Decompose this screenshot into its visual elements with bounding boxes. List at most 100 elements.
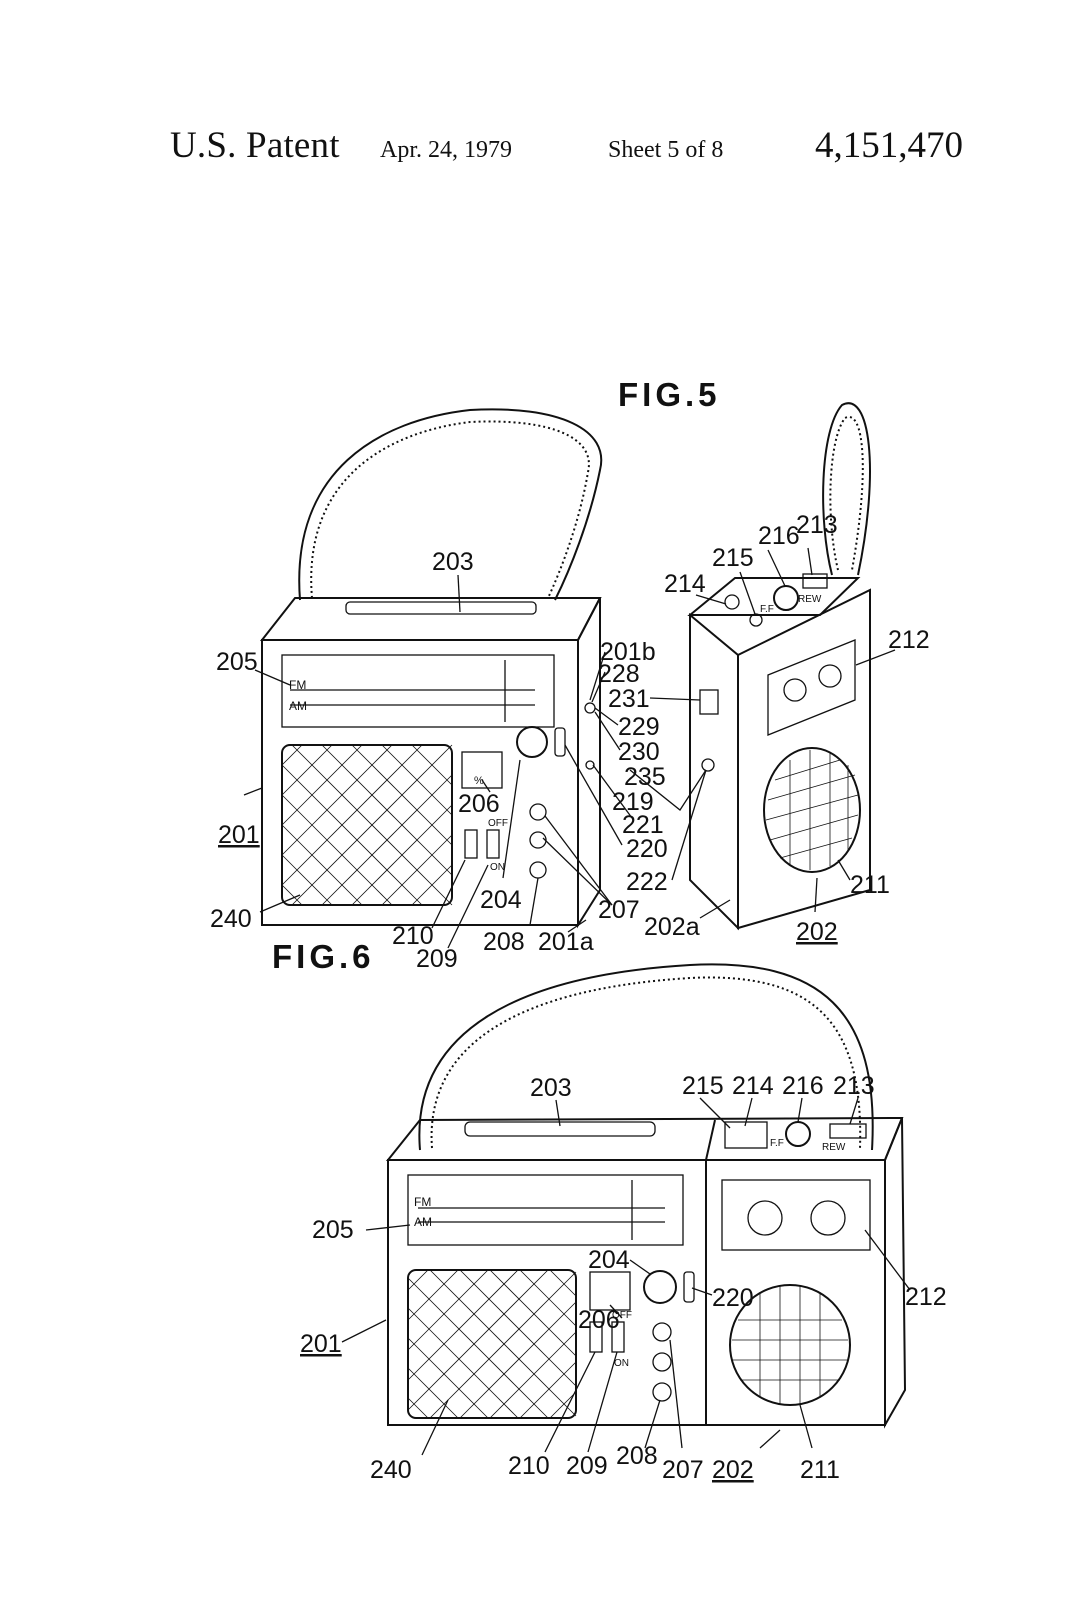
fig5-ref-210: 210	[392, 922, 434, 950]
fig6-knob-2	[652, 1352, 672, 1372]
fig5-knob-2	[529, 831, 547, 849]
fig5-labels: 203 205 201 240 210 209 206 204 208 201a…	[210, 511, 930, 973]
fig6-on-label: ON	[614, 1358, 629, 1369]
fig5-ref-228: 228	[598, 660, 640, 688]
fig5-ref-201a: 201a	[538, 928, 594, 956]
fig5-fm-label: FM	[289, 678, 306, 692]
fig5-am-label: AM	[289, 699, 307, 713]
fig5-cassette-unit: F.F REW	[687, 402, 871, 931]
fig6-dial-window	[407, 1174, 684, 1246]
fig5-ref-203: 203	[432, 548, 474, 576]
fig6-ref-240: 240	[370, 1456, 412, 1484]
fig5-leader-lines	[243, 547, 896, 949]
fig5-band-switch	[464, 829, 478, 859]
fig6-ref-203: 203	[530, 1074, 572, 1102]
fig6-ff-label: F.F	[770, 1138, 784, 1149]
fig5-ref-229: 229	[618, 713, 660, 741]
fig5-knob-3	[529, 861, 547, 879]
fig5-ref-202a: 202a	[644, 913, 700, 941]
fig6-strap	[418, 963, 874, 1151]
fig6-power-switch	[611, 1321, 625, 1353]
fig6-band-switch	[589, 1321, 603, 1353]
fig5-ref-231: 231	[608, 685, 650, 713]
fig5-ref-201b: 201b	[600, 638, 656, 666]
fig6-ref-201: 201	[300, 1330, 342, 1358]
fig5-ref-213: 213	[796, 511, 838, 539]
fig5-cassette-speaker	[763, 747, 861, 873]
fig5-ref-201: 201	[218, 821, 260, 849]
fig5-level-meter	[461, 751, 503, 789]
fig6-off-label: OFF	[612, 1310, 632, 1321]
fig5-ref-220: 220	[626, 835, 668, 863]
fig6-speaker-grille	[407, 1269, 577, 1419]
fig5-ref-216: 216	[758, 522, 800, 550]
patent-date: Apr. 24, 1979	[380, 137, 512, 163]
fig5-antenna	[345, 601, 537, 615]
fig6-knob-3	[652, 1382, 672, 1402]
fig5-ref-208: 208	[483, 928, 525, 956]
fig5-volume-wheel	[554, 727, 566, 757]
sheet-number: Sheet 5 of 8	[608, 137, 724, 163]
fig5-radio-strap	[298, 408, 603, 601]
fig5-ff-label: F.F	[760, 604, 774, 615]
fig6-ref-216: 216	[782, 1072, 824, 1100]
fig5-dial-window	[281, 654, 555, 728]
fig5-ref-202: 202	[796, 918, 838, 946]
fig6-tuning-knob	[643, 1270, 677, 1304]
fig5-ref-209: 209	[416, 945, 458, 973]
fig5-ref-214: 214	[664, 570, 706, 598]
fig6-ref-215: 215	[682, 1072, 724, 1100]
fig5-ref-222: 222	[626, 868, 668, 896]
fig5-ref-205: 205	[216, 648, 258, 676]
fig5-off-label: OFF	[488, 818, 508, 829]
fig6-ref-204: 204	[588, 1246, 630, 1274]
fig6-ref-207: 207	[662, 1456, 704, 1484]
fig6-cassette-speaker	[729, 1284, 851, 1406]
fig5-ref-206: 206	[458, 790, 500, 818]
fig5-rew-label: REW	[798, 594, 822, 605]
patent-number: 4,151,470	[815, 125, 963, 166]
fig5-knob-1	[529, 803, 547, 821]
fig6-am-label: AM	[414, 1215, 432, 1229]
fig6-labels: 203 215 214 216 213 205 204 220 206 212 …	[300, 1072, 947, 1484]
fig6-ref-202: 202	[712, 1456, 754, 1484]
fig6-ref-220: 220	[712, 1284, 754, 1312]
fig6-cassette-window	[721, 1179, 871, 1251]
fig6-ref-206: 206	[578, 1306, 620, 1334]
fig5-meter-percent: %	[474, 775, 484, 787]
fig6-rew-label: REW	[822, 1142, 846, 1153]
fig6-ref-214: 214	[732, 1072, 774, 1100]
fig5-ref-212: 212	[888, 626, 930, 654]
fig5-ref-215: 215	[712, 544, 754, 572]
fig6-ref-212: 212	[905, 1283, 947, 1311]
fig6-volume-wheel	[683, 1271, 695, 1303]
fig5-cassette-window	[767, 639, 856, 736]
fig6-ref-209: 209	[566, 1452, 608, 1480]
fig5-radio-unit: FM AM % OFF ON	[259, 408, 603, 929]
fig6-ref-208: 208	[616, 1442, 658, 1470]
fig5-ref-207: 207	[598, 896, 640, 924]
fig5-ref-211: 211	[850, 871, 890, 899]
fig6-ref-205: 205	[312, 1216, 354, 1244]
fig5-caption: FIG.5	[618, 376, 721, 413]
fig5-ref-221: 221	[622, 811, 664, 839]
fig5-tuning-knob	[516, 726, 548, 758]
fig6-combined-unit: FM AM OFF ON F.F	[385, 963, 907, 1429]
patent-title: U.S. Patent	[170, 125, 340, 166]
fig6-fm-label: FM	[414, 1195, 431, 1209]
fig6-leader-lines	[341, 1097, 911, 1456]
fig5-ref-204: 204	[480, 886, 522, 914]
fig5-ref-219: 219	[612, 788, 654, 816]
fig5-on-label: ON	[490, 862, 505, 873]
fig5-power-switch	[486, 829, 500, 859]
fig5-ref-240: 240	[210, 905, 252, 933]
fig6-ref-213: 213	[833, 1072, 875, 1100]
fig5-ref-235: 235	[624, 763, 666, 791]
fig6-level-meter	[589, 1271, 631, 1311]
fig6-caption: FIG.6	[272, 938, 375, 975]
fig6-knob-1	[652, 1322, 672, 1342]
fig6-ref-210: 210	[508, 1452, 550, 1480]
fig5-ref-230: 230	[618, 738, 660, 766]
fig6-ref-211: 211	[800, 1456, 840, 1484]
